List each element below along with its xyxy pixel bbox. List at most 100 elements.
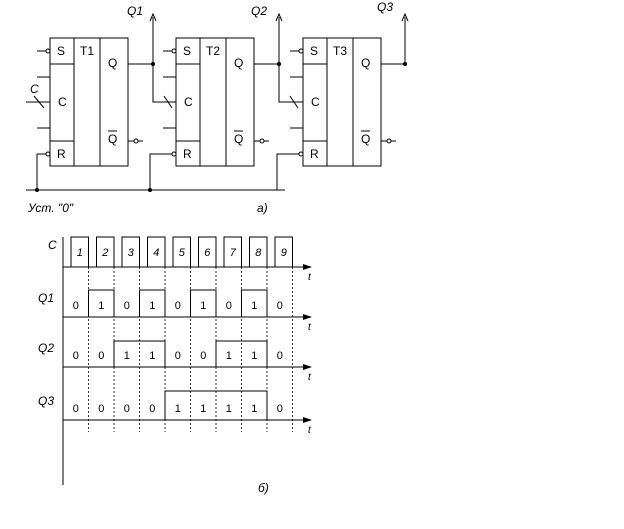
- s-pin-label: S: [310, 44, 318, 58]
- s-inversion-circle: [171, 48, 177, 54]
- q1-label: Q1: [127, 4, 143, 18]
- clock-edge-mark: [289, 95, 299, 109]
- q3-waveform: [63, 390, 306, 421]
- bit-value: 0: [175, 300, 181, 312]
- trigger-t1: S T1 C R Q Q: [37, 37, 143, 167]
- timing-caption: б): [258, 481, 269, 495]
- r-pin-label: R: [57, 147, 66, 161]
- qbar-pin-label: Q: [108, 132, 117, 146]
- bit-value: 1: [175, 403, 181, 415]
- r-inversion-circle: [45, 151, 51, 157]
- time-arrow: [303, 314, 312, 320]
- bit-value: 0: [98, 350, 104, 362]
- s-inversion-circle: [45, 48, 51, 54]
- trigger-name: T3: [333, 44, 347, 58]
- s-pin-label: S: [183, 44, 191, 58]
- bit-value: 1: [251, 300, 257, 312]
- clock-pulse-number: 8: [255, 247, 262, 259]
- r-inversion-circle: [171, 151, 177, 157]
- bit-value: 1: [226, 350, 232, 362]
- circuit-caption: а): [257, 201, 268, 215]
- trigger-t2: S T2 C R Q Q: [163, 37, 269, 167]
- time-arrow: [303, 264, 312, 270]
- time-label: t: [308, 425, 312, 436]
- clock-pulse-number: 5: [179, 247, 186, 259]
- clock-pulse-number: 4: [153, 247, 159, 259]
- q3-label: Q3: [377, 0, 393, 14]
- bit-value: 0: [226, 300, 232, 312]
- bit-value: 0: [73, 350, 79, 362]
- clock-pulse-number: 7: [230, 247, 237, 259]
- q-pin-label: Q: [108, 56, 117, 70]
- r-pin-label: R: [183, 147, 192, 161]
- q1-arrow: [149, 12, 157, 22]
- bit-value: 0: [124, 300, 130, 312]
- time-label: t: [308, 272, 312, 283]
- time-arrow: [303, 364, 312, 370]
- clock-input-label: C: [30, 82, 39, 96]
- bit-value: 0: [149, 403, 155, 415]
- reset-bus: Уст. "0": [26, 153, 290, 215]
- q-pin-label: Q: [234, 56, 243, 70]
- clock-waveform: [63, 236, 306, 268]
- clock-edge-mark: [163, 95, 173, 109]
- time-arrow: [303, 417, 312, 423]
- bit-value: 0: [277, 403, 283, 415]
- bit-value: 0: [73, 300, 79, 312]
- q1-waveform: [63, 289, 306, 318]
- trigger-t3: S T3 C R Q Q: [290, 37, 396, 167]
- c-pin-label: C: [58, 95, 67, 109]
- bit-value: 1: [149, 350, 155, 362]
- q3-output: Q3: [377, 0, 409, 66]
- clock-pulse-number: 6: [204, 247, 211, 259]
- q2-row-label: Q2: [38, 341, 54, 355]
- bit-value: 1: [251, 403, 257, 415]
- r-pin-label: R: [310, 147, 319, 161]
- q1-row-label: Q1: [38, 291, 54, 305]
- bit-value: 1: [200, 300, 206, 312]
- circuit: S T1 C R Q Q S T2 C R: [26, 0, 409, 215]
- clock-row-label: C: [48, 238, 57, 252]
- bit-value: 1: [149, 300, 155, 312]
- q3-row-label: Q3: [38, 394, 54, 408]
- reset-label: Уст. "0": [27, 201, 74, 215]
- qbar-pin-label: Q: [234, 132, 243, 146]
- time-label: t: [308, 372, 312, 383]
- bit-value: 1: [251, 350, 257, 362]
- clock-pulse-number: 3: [128, 247, 135, 259]
- q1-output: Q1: [127, 4, 176, 109]
- clock-pulse-number: 9: [281, 247, 287, 259]
- trigger-name: T2: [206, 44, 220, 58]
- q-pin-label: Q: [361, 56, 370, 70]
- c-pin-label: C: [184, 95, 193, 109]
- bit-value: 0: [73, 403, 79, 415]
- bit-value: 1: [98, 300, 104, 312]
- r-inversion-circle: [298, 151, 304, 157]
- bit-value: 1: [124, 350, 130, 362]
- trigger-name: T1: [80, 44, 94, 58]
- bit-value: 1: [200, 403, 206, 415]
- timing-waveforms: [63, 236, 306, 421]
- q2-label: Q2: [251, 4, 267, 18]
- bit-value: 0: [175, 350, 181, 362]
- clock-edge-mark: [33, 95, 45, 109]
- clock-pulse-number: 1: [77, 247, 83, 259]
- bit-value: 0: [124, 403, 130, 415]
- qbar-pin-label: Q: [361, 132, 370, 146]
- time-label: t: [308, 322, 312, 333]
- clock-input: C: [26, 82, 50, 109]
- s-pin-label: S: [57, 44, 65, 58]
- clock-pulse-number: 2: [101, 247, 108, 259]
- c-pin-label: C: [311, 95, 320, 109]
- q2-waveform: [63, 340, 306, 368]
- q3-arrow: [401, 12, 409, 22]
- bit-value: 0: [277, 350, 283, 362]
- bit-value: 0: [98, 403, 104, 415]
- bit-value: 0: [200, 350, 206, 362]
- q2-output: Q2: [251, 4, 303, 109]
- s-inversion-circle: [298, 48, 304, 54]
- bit-value: 0: [277, 300, 283, 312]
